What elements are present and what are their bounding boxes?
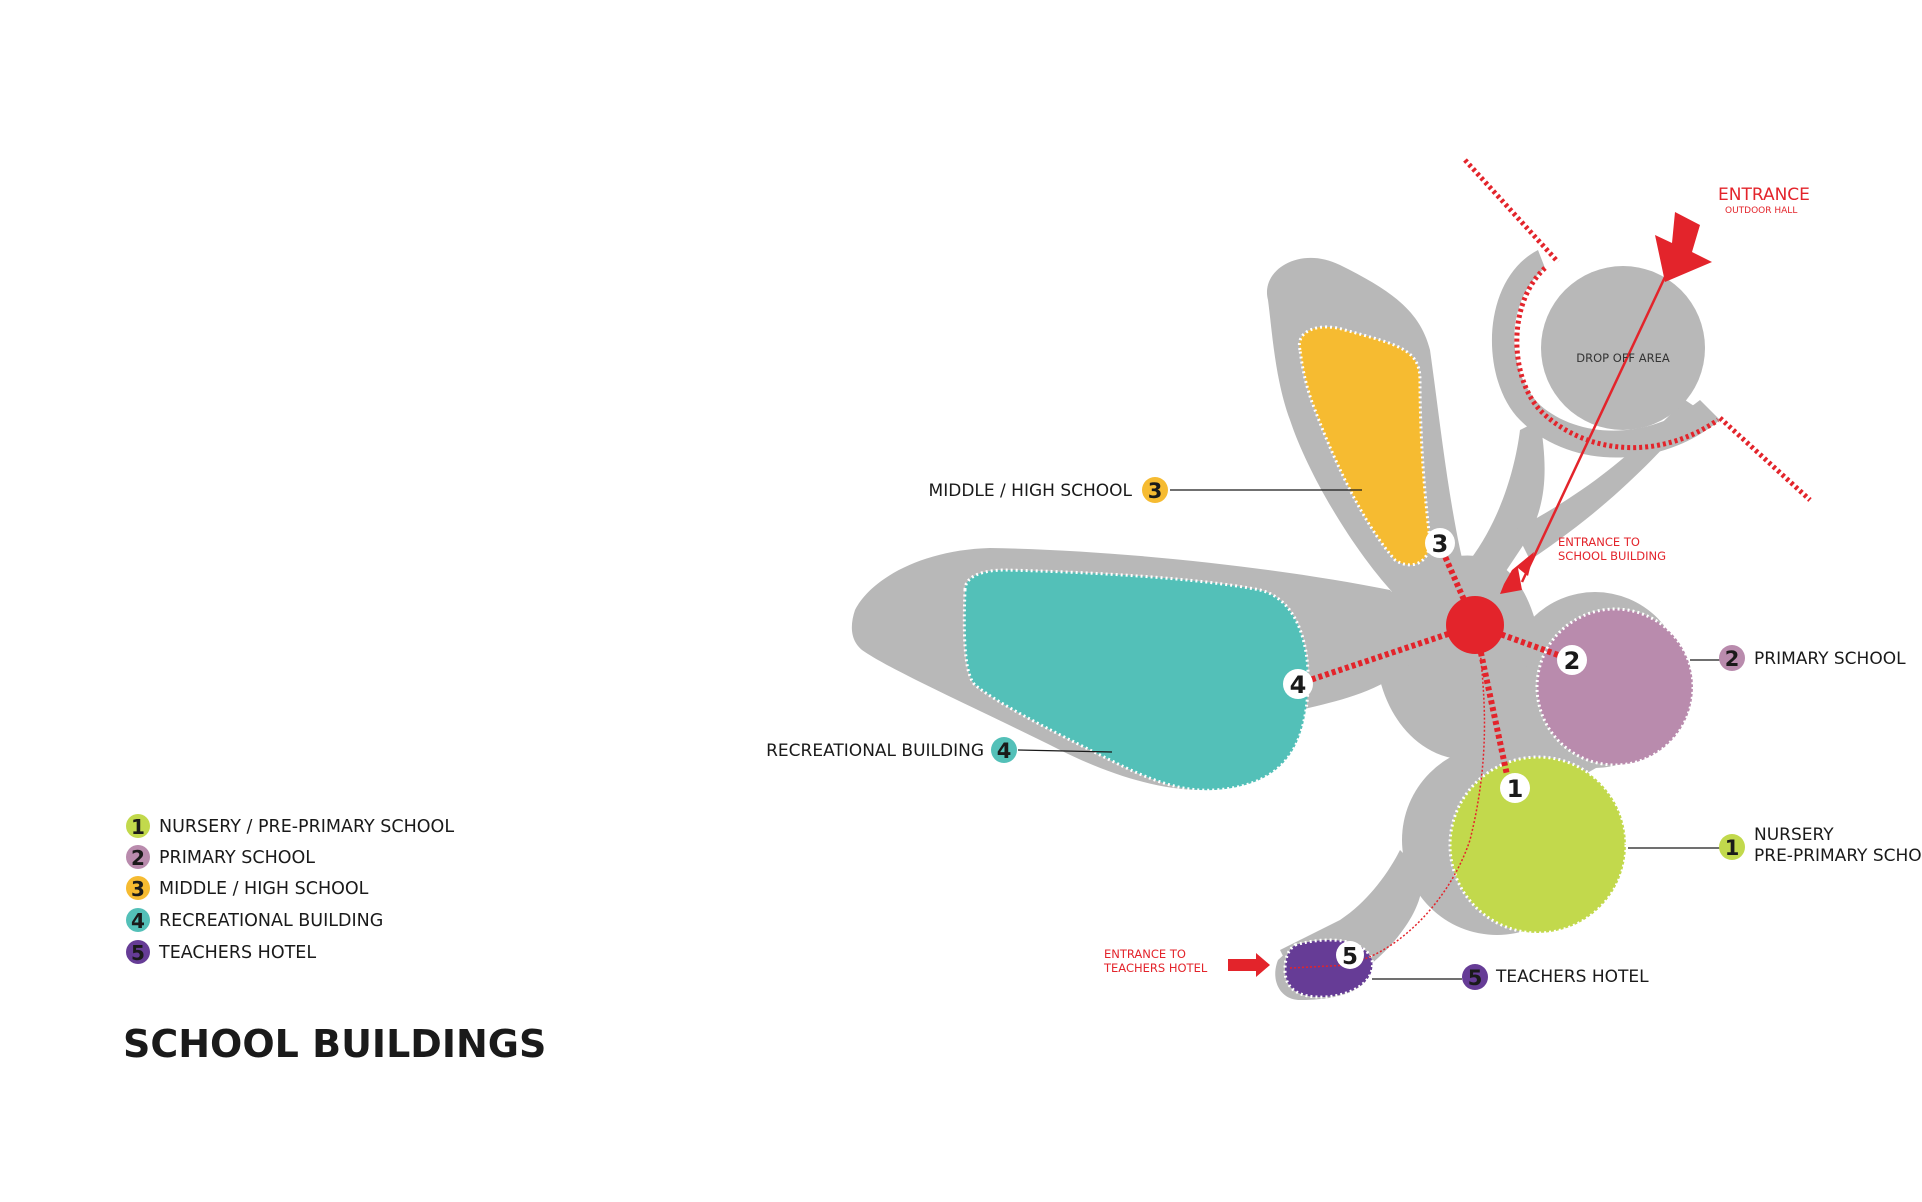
callout-badge-2 bbox=[1719, 645, 1745, 671]
legend-number-2: 2 bbox=[131, 846, 145, 870]
leader-recreational bbox=[1017, 749, 1113, 753]
label-nursery-line2: PRE-PRIMARY SCHOOL bbox=[1754, 846, 1922, 866]
badge-3-map bbox=[1425, 528, 1455, 558]
label-recreational-building: RECREATIONAL BUILDING bbox=[766, 741, 984, 761]
badge-3-map-label: 3 bbox=[1432, 530, 1449, 558]
badge-5-map bbox=[1336, 941, 1364, 969]
label-nursery-line1: NURSERY bbox=[1754, 825, 1834, 845]
legend-badge-3 bbox=[126, 876, 150, 900]
entrance-school-line2: SCHOOL BUILDING bbox=[1558, 549, 1666, 563]
entrance-hub bbox=[1446, 596, 1504, 654]
legend-number-3: 3 bbox=[131, 877, 145, 901]
callout-badge-1 bbox=[1719, 834, 1745, 860]
legend-label-3: MIDDLE / HIGH SCHOOL bbox=[159, 879, 369, 899]
site-boundary-right bbox=[1718, 416, 1812, 502]
legend-item-4: 4 RECREATIONAL BUILDING bbox=[126, 908, 383, 933]
road-arc bbox=[1491, 250, 1720, 458]
drop-off-area bbox=[1541, 266, 1705, 430]
legend-label-4: RECREATIONAL BUILDING bbox=[159, 911, 383, 931]
badge-2-map-label: 2 bbox=[1564, 647, 1581, 675]
building-primary-school bbox=[1535, 607, 1695, 767]
callout-badge-5-label: 5 bbox=[1468, 966, 1483, 990]
callout-badge-3 bbox=[1142, 477, 1168, 503]
legend-item-5: 5 TEACHERS HOTEL bbox=[126, 940, 316, 965]
drop-off-dashed-ring bbox=[1514, 266, 1720, 451]
teachers-entrance-arrow-icon bbox=[1228, 953, 1270, 977]
legend-item-1: 1 NURSERY / PRE-PRIMARY SCHOOL bbox=[126, 814, 454, 839]
legend-label-2: PRIMARY SCHOOL bbox=[159, 848, 315, 868]
callout-badge-4 bbox=[991, 737, 1017, 763]
entrance-hotel-line2: TEACHERS HOTEL bbox=[1103, 961, 1208, 975]
legend-number-4: 4 bbox=[131, 909, 145, 933]
callouts: 3 MIDDLE / HIGH SCHOOL 4 RECREATIONAL BU… bbox=[766, 477, 1922, 990]
legend-badge-4 bbox=[126, 908, 150, 932]
label-teachers-hotel: TEACHERS HOTEL bbox=[1495, 967, 1649, 987]
badge-1-map-label: 1 bbox=[1507, 775, 1524, 803]
red-annotations: ENTRANCE OUTDOOR HALL ENTRANCE TO SCHOOL… bbox=[1103, 185, 1810, 975]
legend-badge-2 bbox=[126, 845, 150, 869]
badge-4-map bbox=[1283, 669, 1313, 699]
legend-number-1: 1 bbox=[131, 815, 145, 839]
entrance-hotel-line1: ENTRANCE TO bbox=[1104, 947, 1186, 961]
label-middle-high-school: MIDDLE / HIGH SCHOOL bbox=[929, 481, 1133, 501]
building-nursery bbox=[1448, 755, 1628, 935]
legend-badge-5 bbox=[126, 940, 150, 964]
building-recreational bbox=[962, 568, 1310, 792]
label-primary-school: PRIMARY SCHOOL bbox=[1754, 649, 1906, 669]
school-entrance-arrow-icon bbox=[1500, 552, 1534, 594]
legend-label-5: TEACHERS HOTEL bbox=[158, 943, 316, 963]
legend-badge-1 bbox=[126, 814, 150, 838]
callout-badge-5 bbox=[1462, 964, 1488, 990]
legend-item-2: 2 PRIMARY SCHOOL bbox=[126, 845, 315, 870]
legend: 1 NURSERY / PRE-PRIMARY SCHOOL 2 PRIMARY… bbox=[126, 814, 454, 965]
badge-1-map bbox=[1500, 773, 1530, 803]
spoke-to-1 bbox=[1472, 624, 1510, 776]
entrance-subtitle: OUTDOOR HALL bbox=[1725, 206, 1797, 216]
entrance-arrow-icon bbox=[1655, 212, 1712, 282]
spoke-to-4 bbox=[1297, 622, 1476, 687]
entrance-school-line1: ENTRANCE TO bbox=[1558, 535, 1640, 549]
badge-4-map-label: 4 bbox=[1290, 671, 1307, 699]
badge-5-map-label: 5 bbox=[1342, 944, 1358, 970]
callout-badge-4-label: 4 bbox=[997, 739, 1012, 763]
callout-badge-3-label: 3 bbox=[1148, 479, 1163, 503]
callout-badge-2-label: 2 bbox=[1725, 647, 1740, 671]
drop-off-label: DROP OFF AREA bbox=[1576, 351, 1670, 365]
site-boundary-top bbox=[1463, 158, 1560, 264]
road-link-2 bbox=[1515, 400, 1700, 560]
entrance-title: ENTRANCE bbox=[1718, 185, 1810, 205]
legend-item-3: 3 MIDDLE / HIGH SCHOOL bbox=[126, 876, 369, 901]
legend-label-1: NURSERY / PRE-PRIMARY SCHOOL bbox=[159, 817, 454, 837]
path-to-teachers bbox=[1354, 649, 1486, 963]
legend-number-5: 5 bbox=[131, 941, 145, 965]
map-badges: 3 4 2 1 5 bbox=[1283, 528, 1587, 970]
badge-2-map bbox=[1557, 645, 1587, 675]
page-title: SCHOOL BUILDINGS bbox=[123, 1022, 546, 1066]
callout-badge-1-label: 1 bbox=[1725, 836, 1740, 860]
entrance-line bbox=[1520, 261, 1674, 583]
building-middle-high-school bbox=[1297, 325, 1432, 567]
buildings bbox=[962, 325, 1695, 999]
